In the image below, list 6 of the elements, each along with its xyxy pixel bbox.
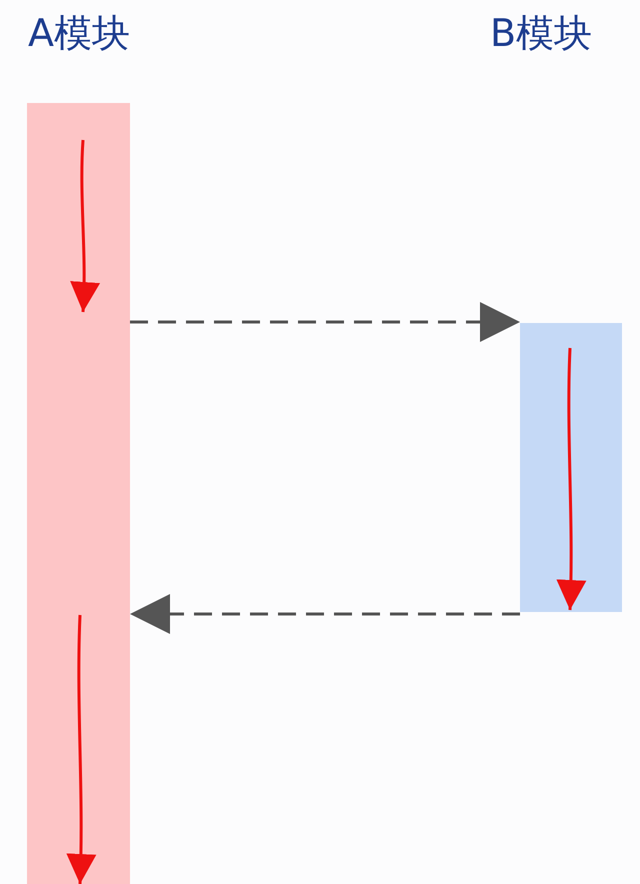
module-title: B模块 xyxy=(490,14,592,52)
activation-bar xyxy=(520,323,622,612)
module-title: A模块 xyxy=(28,14,130,52)
dashed-arrow xyxy=(130,594,520,634)
dashed-arrow xyxy=(130,302,520,342)
activation-bar xyxy=(27,103,130,884)
